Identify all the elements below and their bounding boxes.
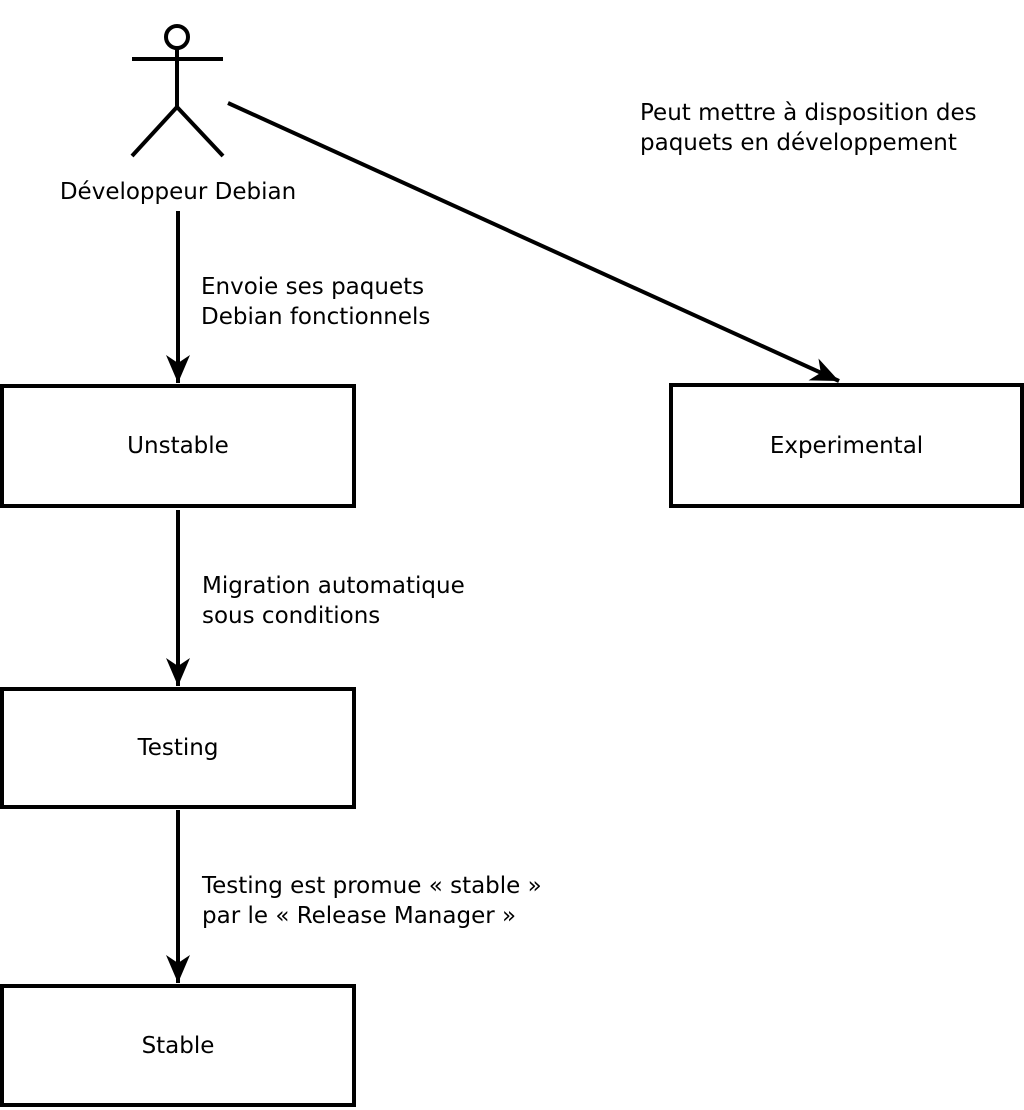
edge-label-to-testing: Migration automatique sous conditions	[202, 571, 465, 631]
edge-label-line: Envoie ses paquets	[201, 274, 425, 300]
arrow-developer-to-experimental	[227, 101, 840, 383]
edge-label-line: par le « Release Manager »	[202, 903, 517, 929]
edge-label-line: Debian fonctionnels	[201, 304, 431, 330]
actor-head	[164, 24, 190, 50]
node-experimental-label: Experimental	[769, 432, 924, 459]
actor-figure-icon	[130, 24, 225, 158]
edge-label-line: paquets en développement	[640, 130, 957, 156]
actor-label: Développeur Debian	[59, 179, 297, 205]
edge-label-line: Testing est promue « stable »	[202, 873, 542, 899]
edge-label-line: sous conditions	[202, 603, 381, 629]
node-stable: Stable	[0, 984, 356, 1107]
edge-label-to-stable: Testing est promue « stable » par le « R…	[202, 871, 542, 931]
node-experimental: Experimental	[669, 383, 1024, 508]
edge-label-to-unstable: Envoie ses paquets Debian fonctionnels	[201, 272, 430, 332]
edge-label-line: Peut mettre à disposition des	[640, 100, 977, 126]
actor-right-leg	[175, 105, 225, 158]
node-unstable: Unstable	[0, 384, 356, 508]
node-testing: Testing	[0, 687, 356, 809]
edge-label-to-experimental: Peut mettre à disposition des paquets en…	[640, 98, 977, 158]
node-testing-label: Testing	[137, 735, 219, 761]
node-stable-label: Stable	[141, 1032, 215, 1059]
node-unstable-label: Unstable	[127, 433, 229, 459]
edge-label-line: Migration automatique	[202, 573, 465, 599]
actor-left-leg	[130, 105, 179, 158]
